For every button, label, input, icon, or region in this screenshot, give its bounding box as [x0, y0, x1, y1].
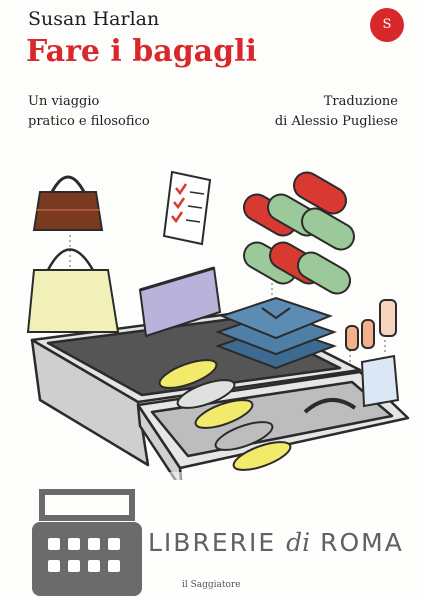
book-title: Fare i bagagli — [26, 34, 257, 69]
translation-line-2: di Alessio Pugliese — [274, 114, 398, 129]
subtitle: Un viaggio pratico e filosofico — [28, 92, 150, 132]
purple-pouch-illustration — [138, 266, 222, 338]
author-name: Susan Harlan — [28, 8, 160, 30]
checklist-illustration — [162, 170, 212, 246]
subtitle-line-1: Un viaggio — [28, 94, 100, 109]
publisher-logo: S — [370, 8, 404, 42]
watermark-word-2: di — [286, 528, 311, 557]
watermark-word-3: ROMA — [320, 528, 404, 557]
blue-sweater-stack-illustration — [215, 296, 337, 370]
rolled-towels-illustration — [243, 171, 355, 295]
translation-credit: Traduzione di Alessio Pugliese — [275, 92, 398, 132]
toiletries-illustration — [345, 299, 400, 408]
translation-line-1: Traduzione — [323, 94, 398, 109]
watermark-text: LIBRERIE di ROMA — [148, 528, 404, 557]
suitcase — [30, 310, 410, 480]
subtitle-line-2: pratico e filosofico — [28, 114, 150, 129]
tote-bag-illustration — [26, 248, 120, 333]
typewriter-icon — [32, 489, 142, 596]
publisher-name: il Saggiatore — [182, 580, 241, 590]
brown-handbag-illustration — [32, 175, 104, 231]
watermark-word-1: LIBRERIE — [148, 528, 277, 557]
cover-illustration — [26, 170, 410, 480]
shoes-illustration — [158, 359, 292, 471]
